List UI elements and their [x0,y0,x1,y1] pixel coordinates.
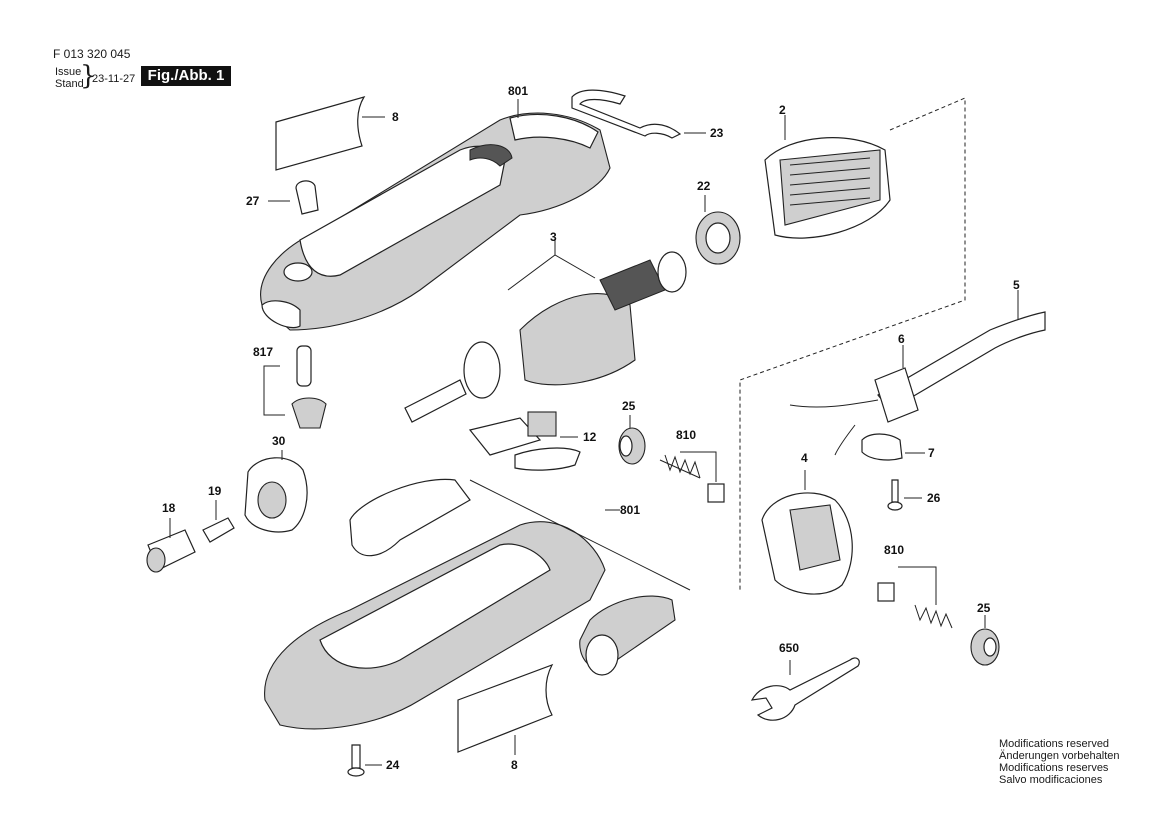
document-number: F 013 320 045 [53,47,131,61]
callout-25-mid: 25 [622,399,636,413]
issue-date: 23-11-27 [92,73,136,85]
power-cable [789,290,1046,456]
screw-26 [887,479,922,511]
callout-26: 26 [927,491,941,505]
notice-line-fr: Modifications reserves [999,762,1109,774]
collet [202,500,235,543]
bushing-25-bottom [970,615,1000,666]
callout-810-mid: 810 [676,428,696,442]
bushing-25-mid [618,415,646,465]
callout-19: 19 [208,484,222,498]
notice-line-de: Änderungen vorbehalten [999,750,1120,762]
figure-badge: Fig./Abb. 1 [141,66,231,86]
issue-brace: } [80,61,97,91]
callout-650: 650 [779,641,799,655]
callout-30: 30 [272,434,286,448]
spindle-support [244,450,308,533]
callout-24: 24 [386,758,400,772]
cable-clamp [861,433,925,461]
callout-25-bottom: 25 [977,601,991,615]
callout-3: 3 [550,230,557,244]
callout-22: 22 [697,179,711,193]
spring-brush-bottom [877,566,953,629]
brush-holder [468,411,581,471]
callout-6: 6 [898,332,905,346]
housing-bottom-shell [264,478,691,730]
label-plate-top [275,96,385,171]
callout-12: 12 [583,430,597,444]
callout-18: 18 [162,501,176,515]
bump-stop [268,180,319,215]
callout-7: 7 [928,446,935,460]
spanner-wrench [750,657,860,721]
armature [404,240,687,423]
label-plate-bottom [457,663,554,755]
callout-23: 23 [710,126,724,140]
callout-2: 2 [779,103,786,117]
callout-8-top: 8 [392,110,399,124]
screw-24 [347,744,382,777]
callout-8-bottom: 8 [511,758,518,772]
callout-27: 27 [246,194,260,208]
modifications-notice: Modifications reserved Änderungen vorbeh… [999,738,1119,786]
ball-bearing [695,195,741,265]
wire-clip [571,89,706,139]
callout-5: 5 [1013,278,1020,292]
callout-4: 4 [801,451,808,465]
field-coil [764,115,891,239]
notice-line-es: Salvo modificaciones [999,774,1103,786]
assembly-frame [739,97,966,590]
collet-nut [146,518,196,573]
spring-brush-mid [659,451,725,503]
issue-label: Issue [55,66,82,78]
callout-801-bottom: 801 [620,503,640,517]
stand-label: Stand [55,78,84,90]
shaft-lock [263,345,327,429]
housing-top-shell [260,99,611,331]
callout-801-top: 801 [508,84,528,98]
callout-817: 817 [253,345,273,359]
brush-carrier [761,470,853,595]
callout-810-bottom: 810 [884,543,904,557]
notice-line-en: Modifications reserved [999,738,1110,750]
